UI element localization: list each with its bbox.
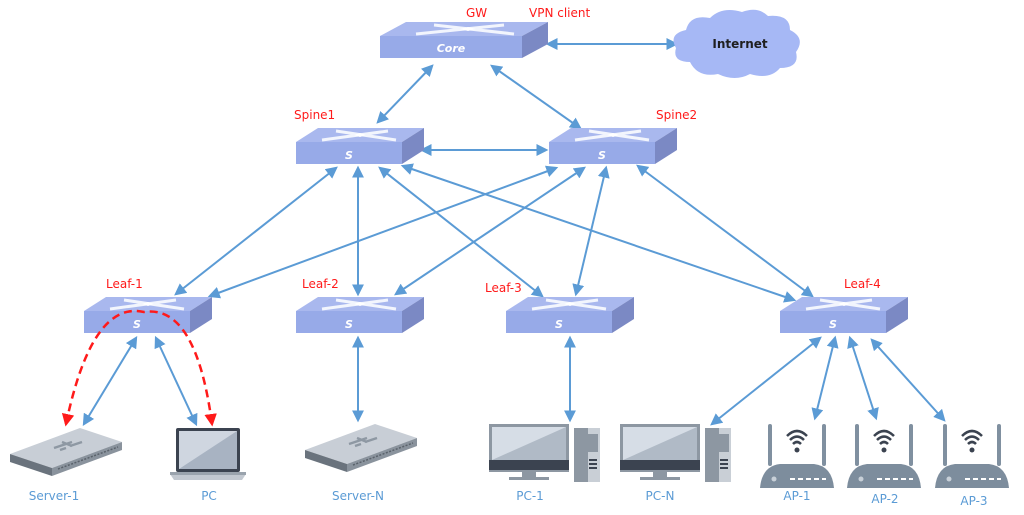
spine2-label: Spine2 [656, 108, 697, 122]
link-leaf4-ap2 [847, 335, 879, 421]
leaf4-face-label: S [829, 318, 837, 331]
links [82, 38, 946, 427]
laptop-icon [170, 428, 246, 480]
link-spine2-leaf1 [207, 165, 559, 299]
link-spine2-leaf2 [394, 166, 586, 296]
pc-label: PC [201, 489, 217, 503]
leaf2-face-label: S [345, 318, 353, 331]
link-leaf4-ap1 [811, 335, 839, 421]
switch-icon [294, 126, 426, 166]
core-switch-icon [380, 22, 548, 58]
link-leaf4-pcN [710, 336, 822, 426]
ap3[interactable] [933, 422, 1011, 490]
ap1-label: AP-1 [783, 489, 810, 503]
spine2-face-label: S [598, 149, 606, 162]
link-leaf4-ap3 [870, 338, 946, 422]
spine2-switch[interactable]: S [547, 126, 679, 166]
ap2[interactable] [845, 422, 923, 490]
switch-icon [504, 295, 636, 335]
switch-icon [547, 126, 679, 166]
spine1-label: Spine1 [294, 108, 335, 122]
leaf4-label: Leaf-4 [844, 277, 881, 291]
desktop-icon [619, 423, 732, 483]
ap3-label: AP-3 [960, 494, 987, 508]
leaf1-switch[interactable]: S [82, 295, 214, 335]
ap2-label: AP-2 [871, 492, 898, 506]
leaf3-label: Leaf-3 [485, 281, 522, 295]
link-spine2-leaf4 [636, 164, 814, 298]
internet-cloud[interactable]: Internet [673, 9, 800, 78]
highlight-path-server1-pc [61, 309, 217, 427]
server-icon [303, 422, 419, 474]
spine1-switch[interactable]: S [294, 126, 426, 166]
cloud-icon [673, 9, 800, 78]
pcN-desktop[interactable] [619, 423, 732, 483]
link-leaf1-server1 [82, 335, 138, 427]
core-switch[interactable]: Core [380, 22, 548, 58]
leaf2-switch[interactable]: S [294, 295, 426, 335]
serverN[interactable] [303, 422, 419, 474]
leaf4-switch[interactable]: S [778, 295, 910, 335]
link-spine1-leaf3 [378, 166, 544, 298]
leaf2-label: Leaf-2 [302, 277, 339, 291]
switch-icon [778, 295, 910, 335]
wifi-router-icon [933, 422, 1011, 490]
spine1-face-label: S [345, 149, 353, 162]
vpn-client-label: VPN client [529, 6, 590, 20]
leaf3-face-label: S [555, 318, 563, 331]
leaf3-switch[interactable]: S [504, 295, 636, 335]
wifi-router-icon [758, 422, 836, 490]
server1[interactable] [8, 426, 124, 478]
link-leaf1-pc [154, 335, 198, 427]
switch-icon [294, 295, 426, 335]
internet-label: Internet [712, 37, 767, 51]
wifi-router-icon [845, 422, 923, 490]
desktop-icon [488, 423, 601, 483]
leaf1-face-label: S [133, 318, 141, 331]
pc1-desktop[interactable] [488, 423, 601, 483]
server-icon [8, 426, 124, 478]
serverN-label: Server-N [332, 489, 384, 503]
pc1-label: PC-1 [516, 489, 544, 503]
link-spine1-leaf1 [174, 166, 338, 296]
leaf1-label: Leaf-1 [106, 277, 143, 291]
pc-laptop[interactable] [170, 428, 246, 480]
core-face-label: Core [437, 42, 466, 55]
server1-label: Server-1 [29, 489, 80, 503]
link-core-spine1 [376, 64, 434, 124]
link-spine2-leaf3 [572, 165, 610, 297]
gw-label: GW [466, 6, 487, 20]
pcN-label: PC-N [646, 489, 675, 503]
ap1[interactable] [758, 422, 836, 490]
link-core-spine2 [490, 64, 582, 130]
